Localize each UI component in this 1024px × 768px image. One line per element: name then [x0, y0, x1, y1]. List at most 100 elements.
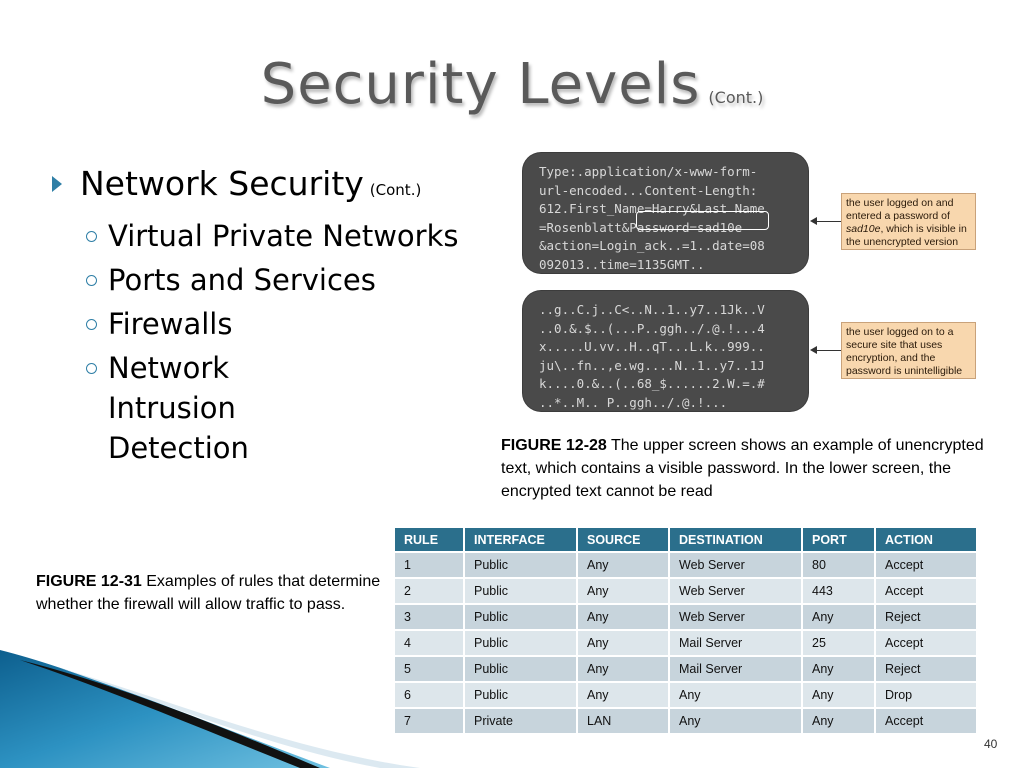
caption-label: FIGURE 12-31 — [36, 573, 142, 590]
table-cell: Any — [802, 708, 876, 735]
caption-text: The upper screen shows an example of une… — [501, 437, 984, 500]
table-cell: Any — [577, 682, 670, 709]
note-text: the user logged on and entered a passwor… — [846, 197, 954, 222]
unencrypted-terminal: Type:.application/x-www-form-url-encoded… — [523, 153, 808, 273]
callout-arrow-line — [815, 350, 841, 351]
table-cell: 4 — [395, 630, 465, 657]
sub-bullet-list: Virtual Private Networks Ports and Servi… — [46, 216, 506, 468]
note-password: sad10e — [846, 223, 881, 235]
terminal-line: 612.First_Name=Harry&Last Name — [539, 201, 765, 216]
table-cell: Public — [464, 682, 578, 709]
table-cell: Public — [464, 604, 578, 631]
terminal-line: ..g..C.j..C<..N..1..y7..1Jk..V — [539, 302, 765, 317]
column-header: INTERFACE — [464, 528, 578, 553]
table-cell: Any — [802, 656, 876, 683]
table-cell: 3 — [395, 604, 465, 631]
table-cell: Any — [669, 708, 803, 735]
title-sub: (Cont.) — [708, 88, 764, 107]
table-cell: Any — [669, 682, 803, 709]
table-cell: Web Server — [669, 604, 803, 631]
table-cell: 25 — [802, 630, 876, 657]
arrow-left-icon — [810, 346, 817, 354]
terminal-line: ..*..M.. P..ggh../.@.!... — [539, 394, 728, 410]
circle-bullet-icon — [86, 275, 97, 286]
table-cell: Accept — [875, 708, 976, 735]
table-cell: 2 — [395, 578, 465, 605]
figure-caption-12-28: FIGURE 12-28 The upper screen shows an e… — [501, 434, 1001, 503]
table-cell: Any — [802, 682, 876, 709]
page-number: 40 — [984, 737, 998, 751]
table-cell: Reject — [875, 656, 976, 683]
bullet-main-label: Network Security — [80, 164, 364, 203]
circle-bullet-icon — [86, 231, 97, 242]
note-text: , which is visible in the unencrypted ve… — [846, 223, 967, 248]
table-cell: Reject — [875, 604, 976, 631]
table-cell: Any — [577, 578, 670, 605]
terminal-line: ..0.&.$..(...P..ggh../.@.!...4 — [539, 320, 765, 336]
table-cell: Any — [577, 552, 670, 579]
sub-bullet-item: Virtual Private Networks — [86, 216, 506, 256]
table-cell: Private — [464, 708, 578, 735]
table-cell: Public — [464, 630, 578, 657]
caption-label: FIGURE 12-28 — [501, 437, 607, 454]
sub-bullet-label: Firewalls — [108, 307, 233, 341]
table-cell: Accept — [875, 552, 976, 579]
table-cell: Web Server — [669, 552, 803, 579]
table-cell: Accept — [875, 630, 976, 657]
table-cell: Public — [464, 656, 578, 683]
bullet-arrow-icon — [52, 176, 62, 192]
firewall-rules-table: RULE INTERFACE SOURCE DESTINATION PORT A… — [395, 528, 976, 735]
table-cell: 6 — [395, 682, 465, 709]
table-cell: 1 — [395, 552, 465, 579]
column-header: SOURCE — [577, 528, 670, 553]
figure-caption-12-31: FIGURE 12-31 Examples of rules that dete… — [36, 570, 386, 616]
table-cell: Public — [464, 552, 578, 579]
callout-encrypted: the user logged on to a secure site that… — [841, 322, 976, 379]
callout-unencrypted: the user logged on and entered a passwor… — [841, 193, 976, 250]
sub-bullet-label: Ports and Services — [108, 263, 376, 297]
table-header-row: RULE INTERFACE SOURCE DESTINATION PORT A… — [395, 528, 976, 553]
terminal-line: ju\..fn..,e.wg....N..1..y7..1J — [539, 357, 765, 373]
slide-title: Security Levels (Cont.) — [0, 52, 1024, 117]
column-header: PORT — [802, 528, 876, 553]
sub-bullet-item: Ports and Services — [86, 260, 506, 300]
table-cell: Drop — [875, 682, 976, 709]
terminal-line: 092013..time=1135GMT.. — [539, 256, 705, 272]
circle-bullet-icon — [86, 319, 97, 330]
bullet-main-sub: (Cont.) — [369, 181, 422, 199]
table-cell: 7 — [395, 708, 465, 735]
table-cell: Any — [577, 656, 670, 683]
decorative-swoosh — [0, 650, 420, 768]
table-cell: Any — [802, 604, 876, 631]
password-highlight — [636, 211, 769, 230]
terminal-line: k....0.&..(..68_$......2.W.=.# — [539, 376, 765, 391]
bullet-main: Network Security (Cont.) — [46, 160, 506, 214]
encrypted-terminal: ..g..C.j..C<..N..1..y7..1Jk..V ..0.&.$..(… — [523, 291, 808, 411]
terminal-line: x.....U.vv..H..qT...L.k..999.. — [539, 339, 765, 354]
arrow-left-icon — [810, 217, 817, 225]
circle-bullet-icon — [86, 363, 97, 374]
terminal-line: &action=Login_ack..=1..date=08 — [539, 238, 765, 253]
column-header: ACTION — [875, 528, 976, 553]
table-cell: Accept — [875, 578, 976, 605]
callout-arrow-line — [815, 221, 841, 222]
table-cell: 80 — [802, 552, 876, 579]
column-header: DESTINATION — [669, 528, 803, 553]
bullet-list: Network Security (Cont.) Virtual Private … — [46, 160, 506, 472]
terminal-line: =Rosenblatt&Password=sad10e — [539, 219, 743, 235]
column-header: RULE — [395, 528, 465, 553]
title-main: Security Levels — [260, 52, 701, 117]
table-cell: Web Server — [669, 578, 803, 605]
sub-bullet-item: Firewalls — [86, 304, 506, 344]
table-cell: 5 — [395, 656, 465, 683]
terminal-line: Type:.application/x-www-form- — [539, 164, 758, 179]
table-cell: 443 — [802, 578, 876, 605]
terminal-line: url-encoded...Content-Length: — [539, 182, 758, 198]
table-cell: Public — [464, 578, 578, 605]
